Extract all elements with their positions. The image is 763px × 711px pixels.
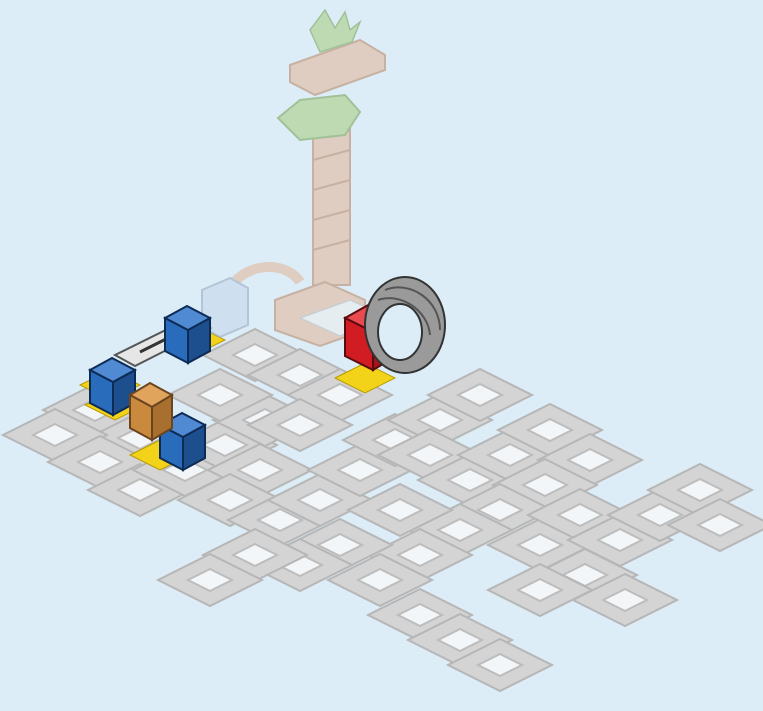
blue-pillar (90, 358, 135, 415)
blue-pillar (165, 306, 210, 363)
faded-parts (202, 10, 390, 346)
tower-top-cap-faded (290, 10, 385, 95)
ring-inner (378, 304, 422, 360)
tower-column-faded (313, 120, 350, 285)
tower-top-cap-shape (290, 40, 385, 95)
tower-column-body (313, 120, 350, 285)
gray-spiral-ring (365, 277, 445, 373)
orange-block (130, 383, 172, 440)
